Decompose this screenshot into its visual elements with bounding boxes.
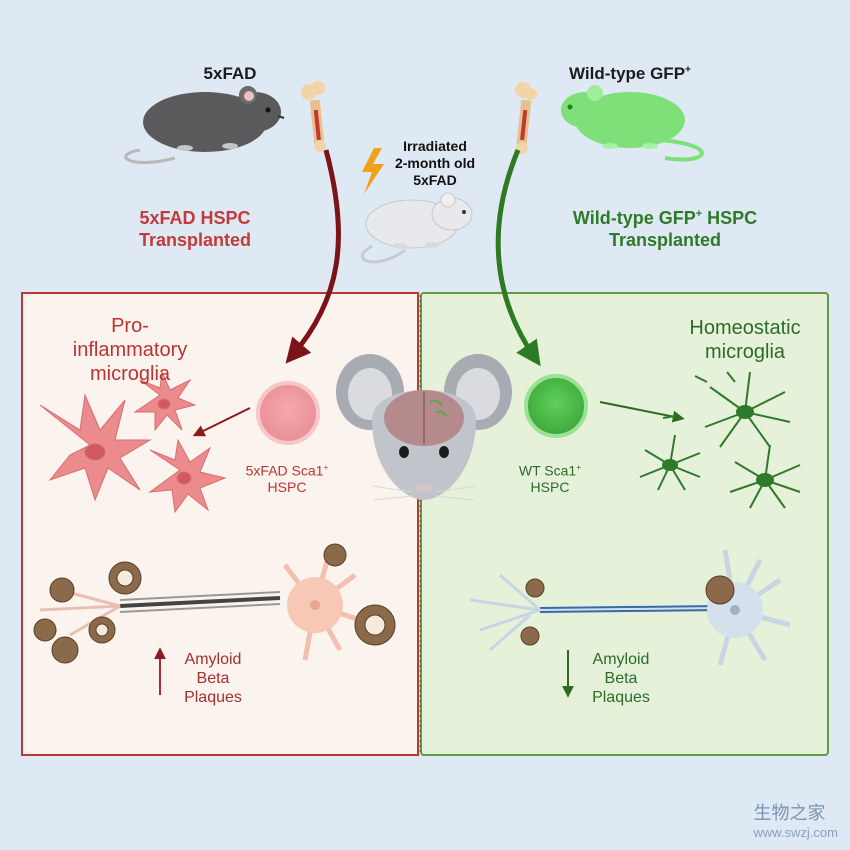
homeostatic-line-2: microglia (704, 341, 786, 363)
hspc-5xfad-label: 5xFAD Sca1+ HSPC (232, 462, 342, 496)
watermark: 生物之家 www.swzj.com (753, 799, 838, 840)
amyloid-left-line-2: Beta (196, 670, 230, 688)
irradiated-line-3: 5xFAD (413, 171, 457, 188)
hspc-wt-label: WT Sca1+ HSPC (500, 462, 600, 496)
amyloid-label-left: Amyloid Beta Plaques (168, 650, 258, 708)
hspc-cell-5xfad (256, 381, 320, 445)
title-wildtype-gfp-sup: + (685, 64, 691, 76)
amyloid-left-line-3: Plaques (184, 689, 242, 707)
amyloid-right-line-2: Beta (604, 670, 638, 688)
hspc-5xfad-sup: + (323, 462, 329, 472)
proinflammatory-microglia-label: Pro- inflammatory microglia (55, 314, 205, 386)
hspc-5xfad-line-1-text: 5xFAD Sca1 (245, 462, 324, 479)
right-hspc-line-1: Wild-type GFP+ HSPC (540, 208, 790, 230)
bone-left-icon (301, 81, 326, 152)
hspc-cell-wt (524, 374, 588, 438)
amyloid-label-right: Amyloid Beta Plaques (576, 650, 666, 708)
title-wildtype-gfp: Wild-type GFP+ (540, 64, 720, 84)
proinflammatory-microglia-icon (39, 370, 227, 514)
transplant-arrow-red (285, 149, 341, 364)
mouse-5xfad-icon (124, 86, 285, 165)
proinflammatory-line-1: Pro- (111, 315, 149, 337)
arrow-to-homeostatic (599, 401, 685, 423)
right-hspc-line-2: Transplanted (608, 229, 722, 250)
neuron-with-plaques-right-icon (469, 549, 791, 666)
right-hspc-sup: + (695, 208, 703, 220)
mouse-head-brain-icon (336, 354, 512, 501)
amyloid-left-line-1: Amyloid (184, 651, 242, 668)
left-hspc-line-1: 5xFAD HSPC (139, 208, 251, 228)
homeostatic-microglia-icon (639, 371, 801, 509)
left-hspc-transplanted-title: 5xFAD HSPC Transplanted (110, 208, 280, 251)
amyloid-right-line-1: Amyloid (592, 651, 650, 668)
neuron-with-plaques-left-icon (33, 543, 396, 664)
amyloid-right-line-3: Plaques (592, 689, 650, 707)
left-hspc-line-2: Transplanted (138, 229, 252, 250)
transplant-arrow-green (495, 149, 541, 367)
hspc-wt-sup: + (576, 462, 582, 472)
watermark-url: www.swzj.com (753, 825, 838, 840)
homeostatic-line-1: Homeostatic (689, 317, 801, 339)
right-hspc-line-1a: Wild-type GFP (572, 208, 696, 228)
homeostatic-microglia-label: Homeostatic microglia (665, 316, 825, 364)
hspc-5xfad-line-2: HSPC (267, 479, 307, 496)
hspc-wt-line-1-text: WT Sca1 (518, 462, 577, 479)
irradiated-label: Irradiated 2-month old 5xFAD (380, 138, 490, 188)
bone-right-icon (515, 82, 537, 154)
watermark-text: 生物之家 (753, 803, 826, 823)
title-wildtype-gfp-text: Wild-type GFP (569, 64, 686, 83)
lightning-icon (362, 148, 384, 194)
mouse-irradiated-icon (360, 192, 473, 264)
right-hspc-line-1b: HSPC (702, 208, 758, 228)
hspc-wt-line-1: WT Sca1+ (500, 462, 600, 479)
right-hspc-transplanted-title: Wild-type GFP+ HSPC Transplanted (540, 208, 790, 251)
proinflammatory-line-2: inflammatory (72, 339, 188, 361)
title-5xfad: 5xFAD (180, 64, 280, 84)
hspc-wt-line-2: HSPC (530, 479, 570, 496)
irradiated-line-2: 2-month old (394, 154, 476, 171)
proinflammatory-line-3: microglia (89, 363, 171, 385)
irradiated-line-1: Irradiated (403, 138, 467, 154)
mouse-gfp-icon (561, 85, 704, 162)
title-5xfad-text: 5xFAD (203, 64, 257, 83)
arrow-to-proinflammatory (192, 407, 251, 437)
hspc-5xfad-line-1: 5xFAD Sca1+ (232, 462, 342, 479)
